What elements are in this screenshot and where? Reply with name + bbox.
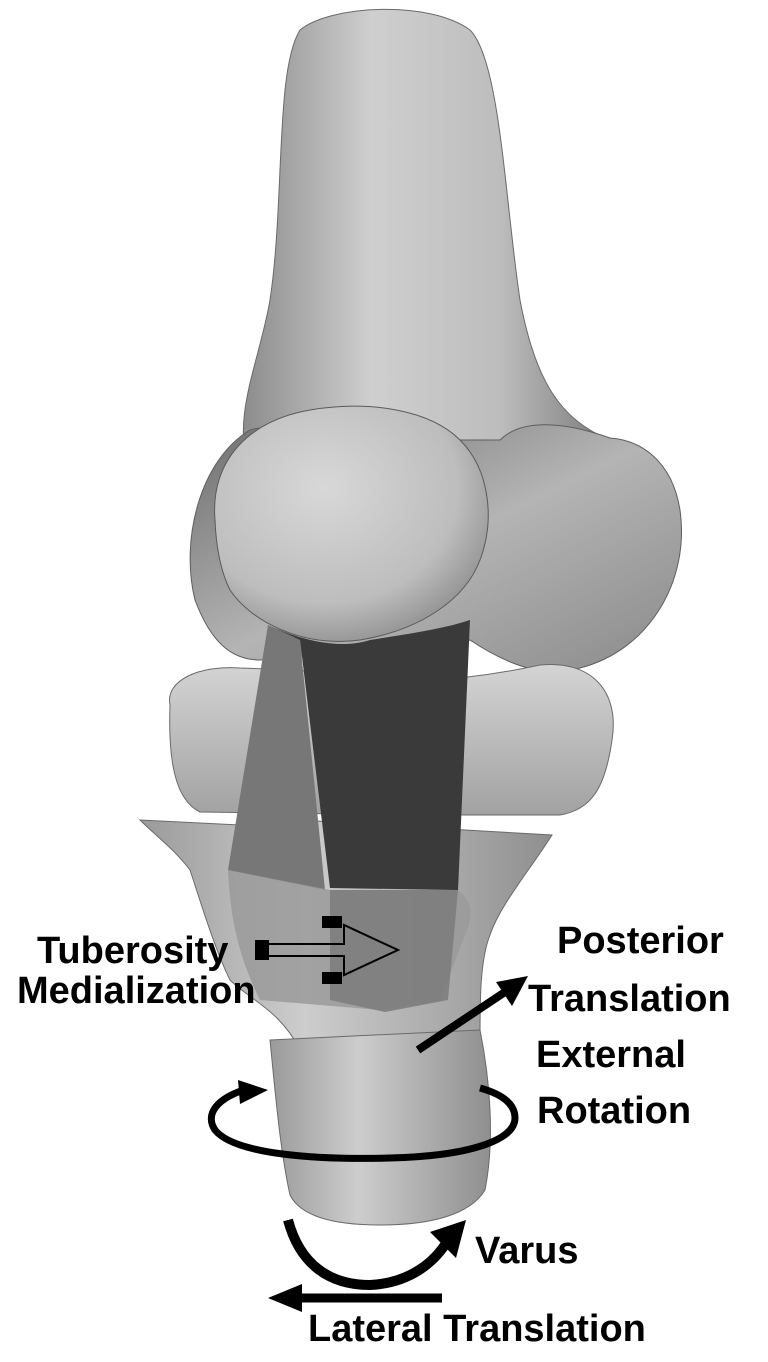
label-external: External	[536, 1036, 686, 1074]
label-rotation: Rotation	[537, 1092, 691, 1130]
label-tuberosity: Tuberosity	[37, 932, 228, 970]
label-lateral-translation: Lateral Translation	[308, 1310, 646, 1348]
label-medialization: Medialization	[17, 972, 256, 1010]
femur-shaft	[243, 9, 610, 470]
label-varus: Varus	[475, 1232, 579, 1270]
label-posterior: Posterior	[557, 922, 724, 960]
varus-arrow	[288, 1220, 466, 1285]
tibia-shaft	[270, 1030, 490, 1225]
label-translation: Translation	[528, 980, 731, 1018]
